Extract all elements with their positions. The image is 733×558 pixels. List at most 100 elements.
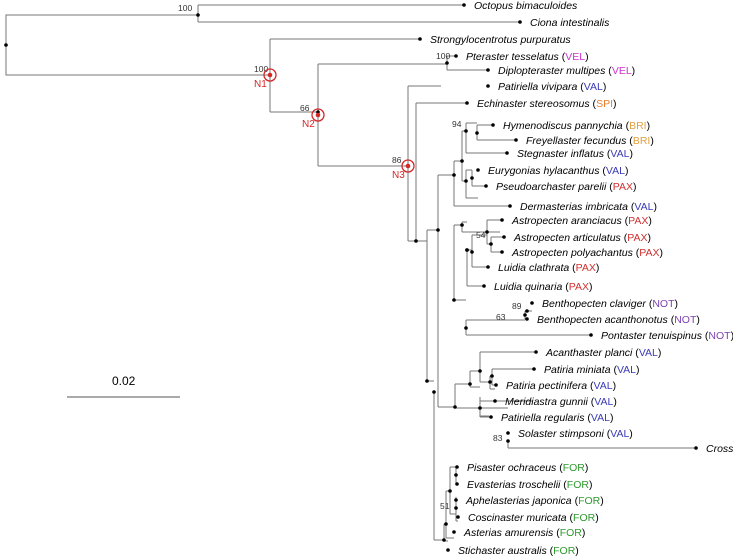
taxon-name: Pteraster tesselatus	[466, 51, 560, 63]
branch-brisinga-sub	[461, 130, 466, 182]
taxon-group: (	[553, 527, 560, 539]
taxon-label-pontaster-tenuispinus: Pontaster tenuispinus (NOT)	[601, 330, 733, 342]
internal-node	[196, 13, 200, 17]
n1-marker-core	[267, 72, 273, 78]
tip-node-luidia-clathrata	[486, 265, 490, 269]
n1-marker	[263, 68, 277, 82]
tip-node-acanthaster-planci	[534, 350, 538, 354]
internal-node	[488, 380, 492, 384]
taxon-name: Patiriella vivipara	[498, 81, 578, 93]
tip-node-eurygonias-hylacanthus	[476, 168, 480, 172]
taxon-group: (	[600, 165, 607, 177]
internal-node	[464, 129, 468, 133]
taxon-group: (	[590, 98, 597, 110]
taxon-group: (	[577, 81, 584, 93]
taxon-name: Luidia quinaria	[494, 281, 562, 293]
branch-astro-inner	[490, 236, 504, 253]
n2-marker-core	[315, 112, 321, 118]
taxon-label-patiria-pectinifera: Patiria pectinifera (VAL)	[506, 380, 616, 392]
tip-node-luidia-quinaria	[482, 284, 486, 288]
tip-node-crossaster-papposus	[694, 446, 698, 450]
internal-node	[478, 406, 482, 410]
taxon-group: (	[547, 545, 554, 557]
n3-marker-core	[405, 163, 411, 169]
branch-forcip-stem	[433, 392, 444, 541]
taxon-group: (	[605, 65, 612, 77]
taxon-group: (	[632, 347, 639, 359]
branch-octopus-ciona	[197, 4, 520, 23]
taxon-group: (	[587, 380, 594, 392]
branch-n2	[317, 63, 447, 167]
internal-node	[490, 374, 494, 378]
internal-node	[432, 390, 436, 394]
tip-node-pisaster-ochraceus	[455, 465, 459, 469]
taxon-label-astropecten-aranciacus: Astropecten aranciacus (PAX)	[511, 215, 652, 227]
internal-node	[4, 43, 8, 47]
taxon-group: (	[562, 281, 569, 293]
tip-node-echinaster-stereosomus	[465, 101, 469, 105]
internal-node	[453, 405, 457, 409]
support-value-astropecten: 54	[476, 230, 486, 240]
support-value-n1: 100	[254, 64, 268, 74]
taxon-label-asterias-amurensis: Asterias amurensis (FOR)	[463, 527, 585, 539]
taxon-group: (	[633, 247, 640, 259]
tip-node-astropecten-aranciacus	[500, 218, 504, 222]
internal-node	[470, 250, 474, 254]
tip-node-ciona-intestinalis	[518, 20, 522, 24]
internal-node	[454, 473, 458, 477]
tip-node-pseudoarchaster-parelii	[484, 184, 488, 188]
taxon-name: Patiria miniata	[544, 364, 611, 376]
internal-node	[445, 61, 449, 65]
internal-node	[485, 230, 489, 234]
branch-eurygonias-node	[465, 169, 478, 199]
taxon-label-pteraster-tesselatus: Pteraster tesselatus (VEL)	[466, 51, 589, 63]
branch-echinaster-node	[415, 102, 467, 242]
taxon-label-crossaster-papposus: Crossaster papposus (VAL)	[706, 443, 733, 455]
taxon-name: Octopus bimaculoides	[474, 0, 578, 12]
support-value-n2: 66	[300, 103, 310, 113]
taxon-group-code: BRI	[629, 120, 647, 132]
taxon-name: Benthopecten acanthonotus	[537, 314, 669, 326]
branch-solasteridae	[507, 441, 696, 449]
taxon-label-patiriella-regularis: Patiriella regularis (VAL)	[501, 412, 613, 424]
taxon-group-code: VAL	[594, 396, 613, 408]
taxon-label-dermasterias-imbricata: Dermasterias imbricata (VAL)	[520, 201, 657, 213]
taxon-name: Aphelasterias japonica	[465, 495, 572, 507]
tree-branches	[5, 4, 696, 542]
tip-node-stichaster-australis	[446, 548, 450, 552]
taxon-name: Stichaster australis	[458, 545, 547, 557]
internal-node	[478, 369, 482, 373]
taxon-label-ciona-intestinalis: Ciona intestinalis	[530, 17, 610, 29]
taxon-label-patiriella-vivipara: Patiriella vivipara (VAL)	[498, 81, 606, 93]
taxon-name: Crossaster papposus	[706, 443, 733, 455]
tip-node-pontaster-tenuispinus	[589, 333, 593, 337]
taxon-label-octopus-bimaculoides: Octopus bimaculoides	[474, 0, 578, 12]
taxon-name: Astropecten articulatus	[513, 232, 622, 244]
tip-node-stegnaster-inflatus	[505, 151, 509, 155]
tip-node-hymenodiscus-pannychia	[491, 123, 495, 127]
taxon-group-code: VAL	[584, 81, 603, 93]
taxon-name: Diplopteraster multipes	[498, 65, 606, 77]
branch-to-n1	[5, 45, 270, 76]
taxon-label-solaster-stimpsoni: Solaster stimpsoni (VAL)	[518, 428, 633, 440]
taxon-label-acanthaster-planci: Acanthaster planci (VAL)	[545, 347, 661, 359]
taxon-name: Dermasterias imbricata	[520, 201, 628, 213]
taxon-group: (	[569, 262, 576, 274]
n2-label: N2	[302, 119, 315, 130]
taxon-label-eurygonias-hylacanthus: Eurygonias hylacanthus (VAL)	[488, 165, 629, 177]
taxon-name: Coscinaster muricata	[468, 512, 567, 524]
taxon-group-code: PAX	[628, 215, 648, 227]
tip-node-patiria-miniata	[532, 367, 536, 371]
taxon-group-code: PAX	[639, 247, 659, 259]
taxon-group-code: PAX	[576, 262, 596, 274]
taxon-name: Hymenodiscus pannychia	[503, 120, 623, 132]
taxon-group-code: VEL	[612, 65, 632, 77]
taxon-name: Stegnaster inflatus	[517, 148, 605, 160]
support-value-forcipulatida: 51	[440, 501, 450, 511]
branch-eurygonias-pseudo	[471, 170, 486, 187]
internal-node	[465, 248, 469, 252]
tip-node-asterias-amurensis	[452, 530, 456, 534]
